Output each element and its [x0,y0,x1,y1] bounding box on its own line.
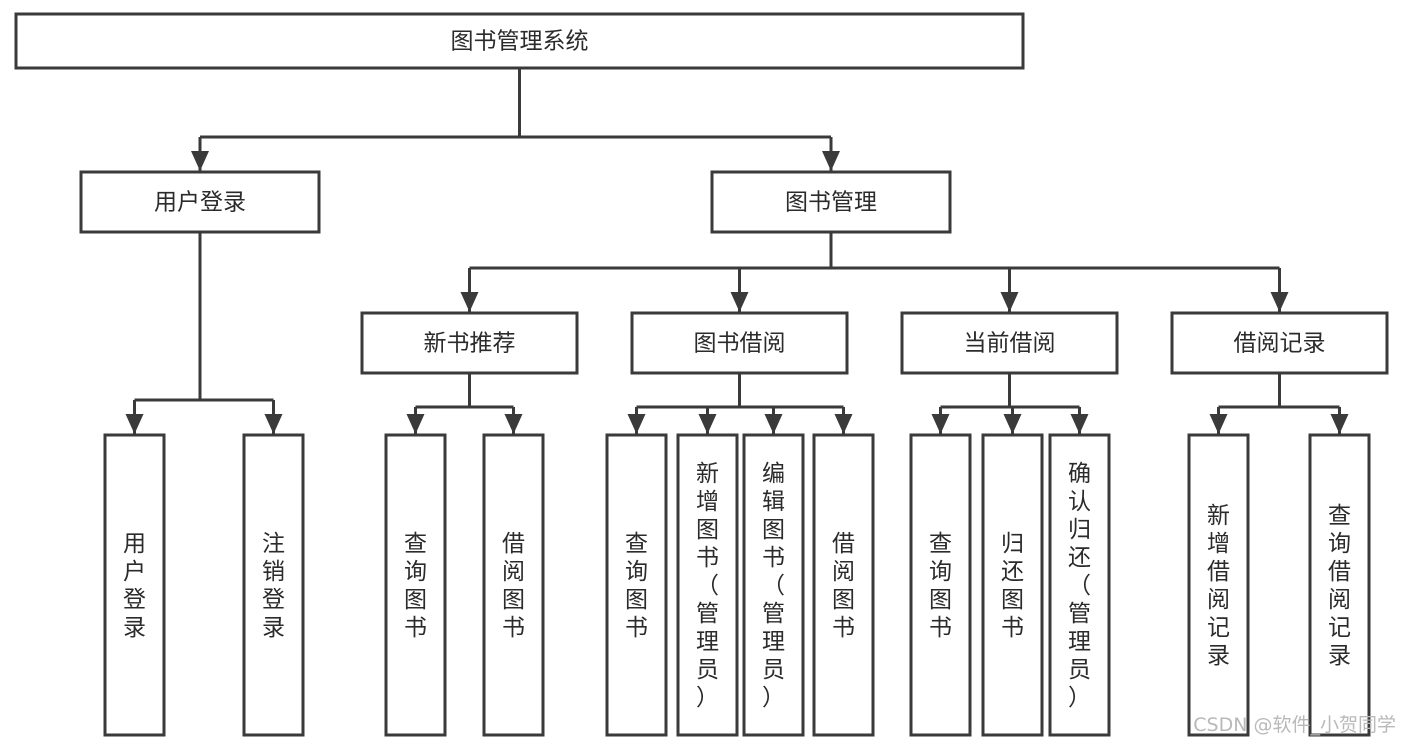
node-l2-current[interactable]: 当前借阅 [900,311,1119,375]
node-l3-borrow-edit[interactable]: 编辑图书（管理员） [742,433,805,737]
node-box [103,433,166,737]
node-label: 新增图书（管理员） [696,461,719,711]
node-box [1187,433,1250,737]
node-label: 确认归还（管理员） [1068,461,1091,711]
node-l3-new-query[interactable]: 查询图书 [384,433,447,737]
node-l3-user-logout[interactable]: 注销登录 [242,433,305,737]
node-l2-newbook[interactable]: 新书推荐 [360,311,579,375]
node-l3-borrow-query[interactable]: 查询图书 [605,433,668,737]
node-label: 编辑图书（管理员） [762,461,785,711]
node-l2-borrow[interactable]: 图书借阅 [630,311,849,375]
node-label: 图书管理 [785,190,877,216]
node-label: 借阅图书 [832,531,855,641]
node-box [482,433,545,737]
node-l3-new-borrow[interactable]: 借阅图书 [482,433,545,737]
node-box [900,311,1119,375]
edges-layer [125,68,1349,434]
node-l3-rec-query[interactable]: 查询借阅记录 [1308,433,1371,737]
node-label: 查询图书 [625,531,648,641]
node-label: 注销登录 [262,531,285,641]
node-box [1048,433,1111,737]
node-l3-cur-query[interactable]: 查询图书 [909,433,972,737]
node-box [742,433,805,737]
node-box [242,433,305,737]
node-l3-user-login[interactable]: 用户登录 [103,433,166,737]
node-l3-cur-return[interactable]: 归还图书 [981,433,1044,737]
node-label: 借阅图书 [502,531,525,641]
node-label: 当前借阅 [964,331,1056,357]
node-box [710,170,952,234]
node-label: 图书借阅 [694,331,786,357]
node-label: 图书管理系统 [451,29,589,55]
node-label: 用户登录 [154,190,246,216]
node-label: 新增借阅记录 [1207,503,1230,669]
node-root[interactable]: 图书管理系统 [14,12,1025,70]
node-box [605,433,668,737]
node-box [630,311,849,375]
node-label: 新书推荐 [424,331,516,357]
node-box [384,433,447,737]
node-label: 查询图书 [404,531,427,641]
node-label: 用户登录 [123,531,146,641]
node-l3-rec-add[interactable]: 新增借阅记录 [1187,433,1250,737]
node-label: 查询图书 [929,531,952,641]
node-box [1308,433,1371,737]
node-box [1170,311,1389,375]
nodes-layer: 图书管理系统用户登录图书管理新书推荐图书借阅当前借阅借阅记录用户登录注销登录查询… [14,12,1389,737]
node-l3-borrow-add[interactable]: 新增图书（管理员） [676,433,739,737]
node-box [676,433,739,737]
node-box [79,170,321,234]
node-box [981,433,1044,737]
node-box [812,433,875,737]
node-box [14,12,1025,70]
node-label: 查询借阅记录 [1328,503,1351,669]
node-label: 借阅记录 [1234,331,1326,357]
node-box [909,433,972,737]
node-label: 归还图书 [1001,531,1024,641]
node-l2-record[interactable]: 借阅记录 [1170,311,1389,375]
csdn-watermark: CSDN @软件_小贺同学 [1193,714,1396,736]
node-box [360,311,579,375]
node-l1-book[interactable]: 图书管理 [710,170,952,234]
node-l3-cur-confirm[interactable]: 确认归还（管理员） [1048,433,1111,737]
node-l1-user[interactable]: 用户登录 [79,170,321,234]
node-l3-borrow-lend[interactable]: 借阅图书 [812,433,875,737]
